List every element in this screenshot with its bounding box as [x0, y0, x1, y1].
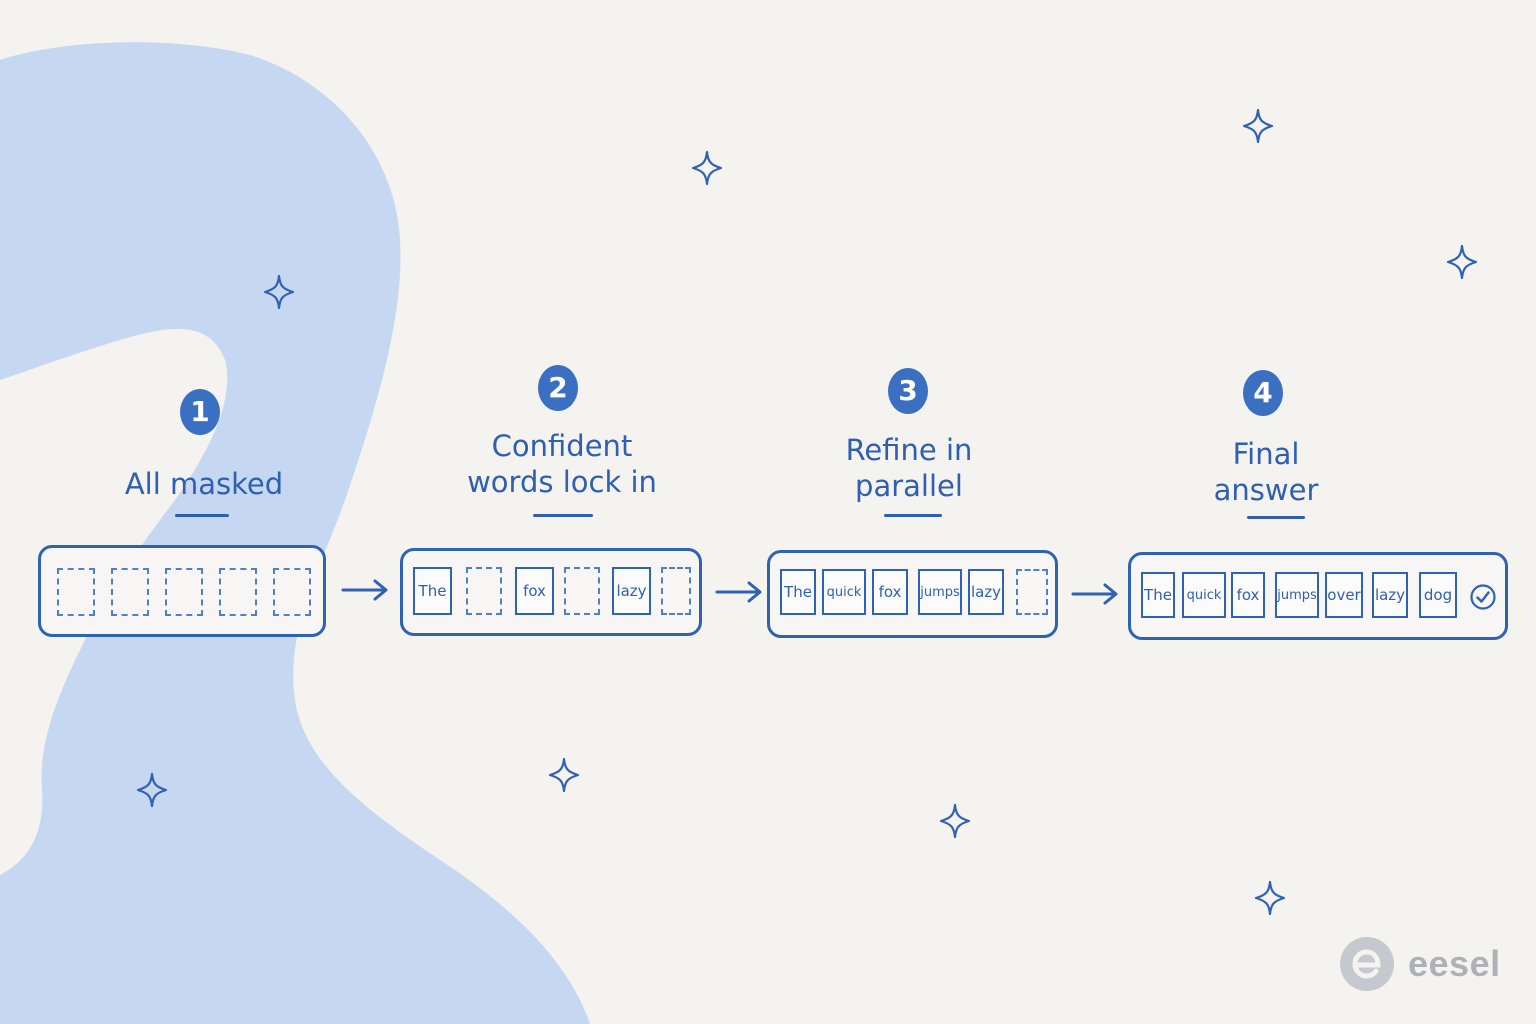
right-arrow-icon [1071, 582, 1119, 610]
word-token: quick [1182, 572, 1226, 618]
step-1-title: All masked [94, 466, 314, 502]
step-1-sequence-box [38, 545, 326, 637]
word-token: lazy [968, 569, 1004, 615]
step-2-title-underline [533, 514, 593, 517]
step-title-line: parallel [855, 469, 963, 503]
step-3-number-badge: 3 [888, 368, 928, 414]
step-title-line: words lock in [467, 465, 657, 499]
masked-token [165, 568, 203, 616]
word-token: The [413, 567, 452, 615]
word-token: over [1325, 572, 1363, 618]
step-title-line: Refine in [845, 433, 973, 467]
brand-name: eesel [1408, 943, 1501, 984]
step-4-title-underline [1247, 516, 1305, 519]
masked-token [111, 568, 149, 616]
step-3-title-underline [884, 514, 942, 517]
sparkle-icon [1240, 108, 1276, 144]
step-4-number-badge: 4 [1243, 370, 1283, 416]
word-token: lazy [1372, 572, 1408, 618]
masked-token [1016, 569, 1048, 615]
masked-token [273, 568, 311, 616]
step-1-number-badge: 1 [180, 389, 220, 435]
masked-token [57, 568, 95, 616]
eesel-logo-icon [1340, 937, 1394, 991]
step-title-line: Final [1232, 437, 1300, 471]
masked-token [564, 567, 600, 615]
right-arrow-icon [715, 580, 763, 608]
word-token: jumps [918, 569, 962, 615]
step-title-line: answer [1213, 473, 1319, 507]
sparkle-icon [1252, 880, 1288, 916]
masked-token [466, 567, 502, 615]
word-token: fox [515, 567, 554, 615]
brand-logo: eesel [1340, 937, 1501, 991]
masked-token [219, 568, 257, 616]
word-token: fox [872, 569, 908, 615]
step-2-number-badge: 2 [538, 365, 578, 411]
word-token: The [1141, 572, 1175, 618]
word-token: fox [1231, 572, 1265, 618]
sparkle-icon [134, 772, 170, 808]
word-token: jumps [1275, 572, 1319, 618]
word-token: lazy [612, 567, 651, 615]
sparkle-icon [1444, 244, 1480, 280]
right-arrow-icon [341, 578, 389, 606]
sparkle-icon [261, 274, 297, 310]
masked-token [661, 567, 691, 615]
sparkle-icon [937, 803, 973, 839]
sparkle-icon [689, 150, 725, 186]
word-token: The [780, 569, 816, 615]
step-1-title-underline [175, 514, 229, 517]
step-title-line: Confident [491, 429, 633, 463]
word-token: dog [1419, 572, 1457, 618]
word-token: quick [822, 569, 866, 615]
sparkle-icon [546, 757, 582, 793]
step-title-line: All masked [124, 467, 284, 501]
check-circle-icon [1469, 583, 1497, 611]
